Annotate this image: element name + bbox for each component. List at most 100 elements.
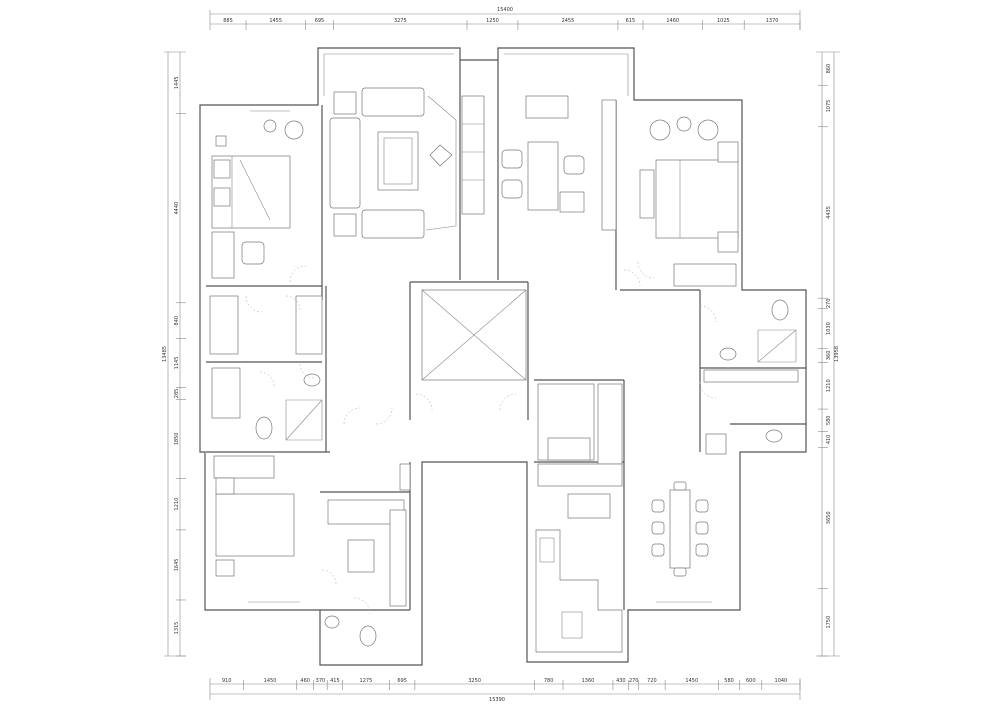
dimension-label: 840 — [174, 316, 180, 326]
study-chair-3 — [563, 155, 585, 175]
dimension-label: 1450 — [685, 678, 698, 684]
dimension-label: 860 — [826, 64, 832, 74]
dimension-label: 1210 — [174, 498, 180, 511]
bookshelf — [461, 95, 485, 215]
basin-right — [719, 347, 737, 361]
toilet-right — [771, 299, 789, 321]
dining-chair-6 — [695, 543, 709, 557]
wardrobe-strip — [601, 99, 617, 231]
dimension-label: 460 — [300, 678, 310, 684]
rug-edge — [425, 95, 457, 231]
dimension-label: 2455 — [562, 18, 575, 24]
closet-kitchen — [597, 383, 623, 465]
left-dimension-lines: 13485 — [162, 51, 186, 657]
right-dimension-lines: 13958 — [816, 51, 840, 657]
armchair-2 — [697, 119, 719, 141]
dimension-label: 415 — [330, 678, 340, 684]
left-total-dimension: 13485 — [162, 346, 168, 362]
cabinet — [559, 191, 585, 213]
basin-right-2 — [765, 429, 783, 443]
bathtub — [211, 367, 241, 419]
dimension-label: 1210 — [826, 379, 832, 392]
bottom-total-dimension: 15390 — [489, 697, 505, 703]
tv-console — [639, 169, 655, 219]
washer — [705, 433, 727, 455]
dimension-label: 910 — [222, 678, 232, 684]
dimension-label: 270 — [629, 678, 639, 684]
dining-chair-5 — [695, 521, 709, 535]
dining-table — [669, 489, 691, 569]
armchair — [649, 119, 671, 141]
washbasin — [303, 373, 321, 387]
end-table — [333, 91, 357, 115]
right-total-dimension: 13958 — [834, 346, 840, 362]
bottom-dimension-lines: 15390 — [209, 678, 801, 703]
bedside-table — [215, 559, 235, 577]
dimension-label: 1075 — [826, 100, 832, 113]
sofa-bottom — [361, 209, 425, 239]
dimension-label: 1455 — [269, 18, 282, 24]
dimension-label: 615 — [626, 18, 636, 24]
wardrobe-bottom — [213, 455, 275, 479]
dimension-label: 1145 — [174, 357, 180, 370]
living-room — [329, 87, 457, 239]
round-table — [676, 116, 692, 132]
interior-walls — [206, 60, 806, 611]
dining-area — [651, 481, 709, 577]
nightstand-2 — [717, 231, 739, 253]
dimension-label: 1250 — [486, 18, 499, 24]
basin-bottom — [324, 615, 340, 629]
dining-chair-4 — [695, 499, 709, 513]
dimension-label: 1460 — [666, 18, 679, 24]
top-dimension-lines: 15400 — [209, 7, 801, 30]
dimension-label: 285 — [174, 389, 180, 399]
dimension-label: 1275 — [360, 678, 373, 684]
counter-top — [537, 463, 623, 487]
dimension-label: 780 — [544, 678, 554, 684]
cooktop — [561, 611, 583, 639]
sink — [539, 537, 555, 563]
dimension-label: 360 — [826, 351, 832, 361]
sofa-top — [361, 87, 425, 117]
dimension-label: 1360 — [582, 678, 595, 684]
master-bedroom — [639, 116, 739, 287]
bathtub-2 — [547, 437, 591, 461]
closet-right — [295, 295, 323, 355]
dimension-label: 430 — [616, 678, 626, 684]
dimension-label: 1030 — [826, 322, 832, 335]
exterior-walls — [199, 47, 807, 666]
left-closets — [209, 295, 323, 441]
vanity-right — [703, 369, 799, 383]
dimension-label: 720 — [647, 678, 657, 684]
toilet-bottom — [359, 625, 377, 647]
dimension-label: 600 — [746, 678, 756, 684]
doors — [245, 261, 717, 615]
dimension-label: 3650 — [826, 511, 832, 524]
plant — [429, 144, 453, 167]
dimension-label: 580 — [826, 416, 832, 426]
dimension-label: 580 — [724, 678, 734, 684]
island — [347, 539, 375, 573]
bedside-table-2 — [215, 477, 235, 495]
desk — [211, 231, 235, 279]
top-total-dimension: 15400 — [497, 7, 513, 13]
dimension-label: 1025 — [717, 18, 730, 24]
dining-chair-2 — [651, 521, 665, 535]
king-bed — [655, 159, 739, 239]
study-room — [461, 95, 617, 231]
dimension-label: 1315 — [174, 622, 180, 635]
dimension-label: 4440 — [174, 202, 180, 215]
dimension-label: 3250 — [468, 678, 481, 684]
study-chair — [501, 149, 523, 169]
daybed — [525, 95, 569, 119]
coffee-table — [377, 131, 419, 191]
dimension-label: 1645 — [174, 559, 180, 572]
kitchen-counter — [535, 529, 623, 653]
dimension-label: 1450 — [264, 678, 277, 684]
closet-left — [209, 295, 239, 355]
sofa-left — [329, 117, 361, 209]
